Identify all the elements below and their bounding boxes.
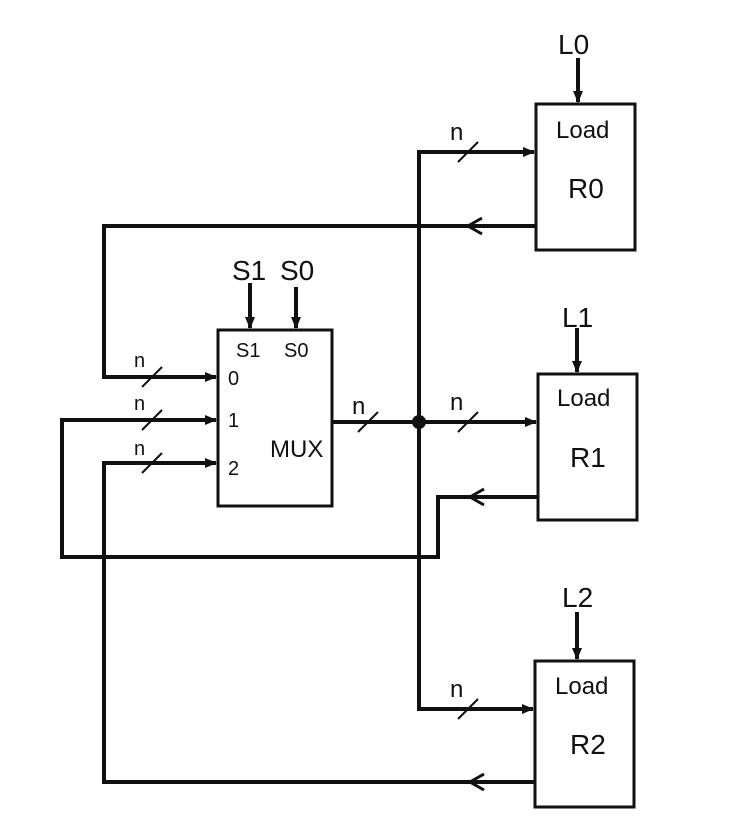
input0-width-slash — [141, 366, 163, 388]
control-l2-label: L2 — [562, 582, 593, 613]
register-r1 — [536, 372, 639, 522]
mux-pin-s0: S0 — [284, 340, 308, 362]
control-l1-label: L1 — [562, 302, 593, 333]
input2-width-label: n — [134, 438, 145, 460]
mux-output-width-slash — [357, 411, 379, 433]
input1-width-slash — [141, 409, 163, 431]
r2-output-arrow — [466, 772, 485, 792]
mux-input-2-label: 2 — [228, 458, 239, 480]
mux-input-1-label: 1 — [228, 410, 239, 432]
r1-output-arrow — [466, 487, 485, 507]
r0-output-feedback — [102, 224, 536, 382]
register-r1-load-label: Load — [557, 385, 610, 412]
register-r2-name: R2 — [570, 729, 606, 760]
register-r1-name: R1 — [570, 442, 606, 473]
select-s1-label: S1 — [232, 255, 266, 286]
bus-to-r1-width-label: n — [450, 389, 463, 416]
select-s0-label: S0 — [280, 255, 314, 286]
r0-output-arrow — [464, 216, 483, 236]
register-r0 — [534, 102, 637, 252]
mux-output-width-label: n — [352, 393, 365, 420]
input1-width-label: n — [134, 393, 145, 415]
bus-to-r1-slash — [457, 411, 479, 433]
r1-output-feedback — [60, 415, 538, 559]
bus-to-r2-slash — [457, 698, 479, 720]
register-r0-name: R0 — [568, 173, 604, 204]
input2-width-slash — [141, 452, 163, 474]
r2-output-feedback — [102, 458, 535, 784]
bus-to-r0-width-label: n — [450, 119, 463, 146]
register-r2 — [533, 659, 636, 809]
control-l0-label: L0 — [558, 29, 589, 60]
register-r0-load-label: Load — [556, 117, 609, 144]
mux-pin-s1: S1 — [236, 340, 260, 362]
register-r2-load-label: Load — [555, 673, 608, 700]
bus-to-r2-width-label: n — [450, 676, 463, 703]
bus-to-r0-slash — [457, 141, 479, 163]
mux-input-0-label: 0 — [228, 368, 239, 390]
mux-label: MUX — [270, 436, 323, 463]
input0-width-label: n — [134, 350, 145, 372]
mux-block — [216, 328, 334, 508]
